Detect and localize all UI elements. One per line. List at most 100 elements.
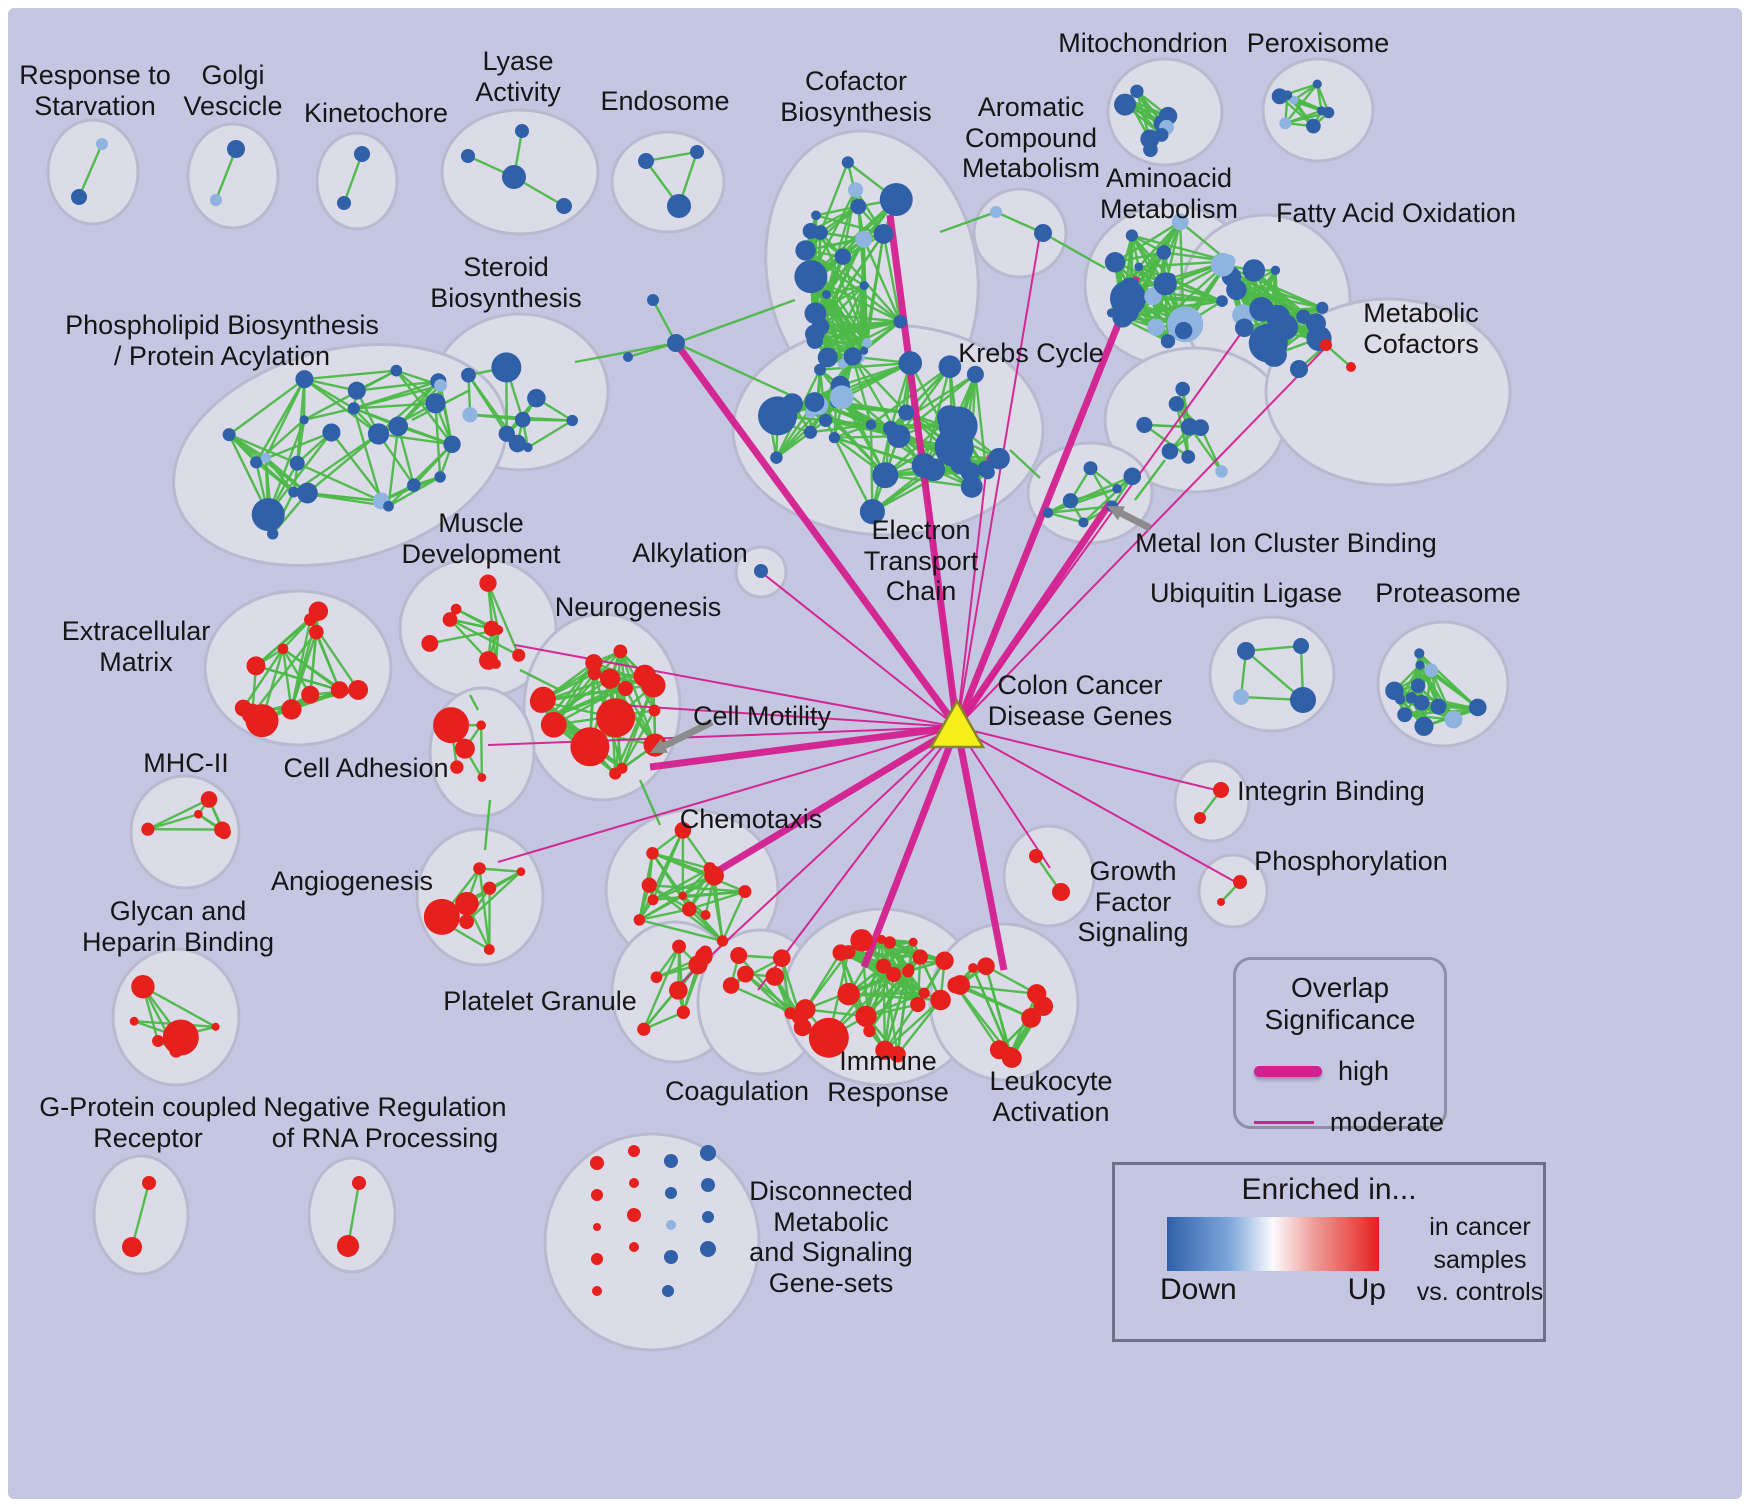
gene-set-node[interactable]: [1034, 224, 1052, 242]
gene-set-node[interactable]: [461, 367, 476, 383]
gene-set-node[interactable]: [695, 947, 713, 966]
gene-set-node[interactable]: [872, 462, 899, 489]
gene-set-node[interactable]: [250, 456, 263, 469]
gene-set-node[interactable]: [1216, 295, 1228, 307]
gene-set-node[interactable]: [893, 314, 907, 329]
gene-set-node[interactable]: [765, 967, 785, 986]
gene-set-node[interactable]: [935, 951, 954, 970]
gene-set-node[interactable]: [330, 681, 349, 699]
gene-set-node[interactable]: [591, 1189, 603, 1201]
gene-set-node[interactable]: [295, 370, 314, 389]
gene-set-node[interactable]: [832, 944, 849, 961]
gene-set-node[interactable]: [704, 865, 724, 886]
gene-set-node[interactable]: [450, 603, 462, 615]
gene-set-node[interactable]: [1306, 118, 1321, 134]
gene-set-node[interactable]: [990, 206, 1002, 218]
gene-set-node[interactable]: [1272, 314, 1299, 340]
gene-set-node[interactable]: [1316, 301, 1329, 314]
gene-set-node[interactable]: [666, 1220, 676, 1230]
gene-set-node[interactable]: [1156, 245, 1172, 260]
gene-set-node[interactable]: [1125, 229, 1138, 242]
gene-set-node[interactable]: [1270, 265, 1281, 275]
gene-set-node[interactable]: [443, 435, 461, 453]
gene-set-node[interactable]: [902, 965, 915, 978]
gene-set-node[interactable]: [865, 419, 877, 430]
gene-set-node[interactable]: [682, 901, 697, 917]
gene-set-node[interactable]: [716, 935, 729, 947]
gene-set-node[interactable]: [633, 914, 646, 926]
gene-set-node[interactable]: [1261, 342, 1287, 367]
gene-set-node[interactable]: [841, 156, 854, 169]
gene-set-node[interactable]: [883, 936, 896, 949]
gene-set-node[interactable]: [512, 648, 526, 662]
gene-set-node[interactable]: [1217, 898, 1225, 906]
gene-set-node[interactable]: [498, 425, 515, 442]
gene-set-node[interactable]: [1078, 517, 1089, 528]
gene-set-node[interactable]: [1083, 461, 1098, 476]
gene-set-node[interactable]: [277, 643, 289, 655]
gene-set-node[interactable]: [1042, 507, 1054, 518]
gene-set-node[interactable]: [850, 198, 867, 215]
gene-set-node[interactable]: [491, 659, 501, 669]
gene-set-node[interactable]: [1233, 875, 1247, 889]
gene-set-node[interactable]: [1233, 689, 1249, 705]
gene-set-node[interactable]: [794, 260, 828, 294]
gene-set-node[interactable]: [1160, 334, 1176, 349]
gene-set-node[interactable]: [599, 668, 621, 689]
gene-set-node[interactable]: [407, 478, 421, 492]
gene-set-node[interactable]: [530, 686, 556, 712]
gene-set-node[interactable]: [222, 428, 236, 442]
gene-set-node[interactable]: [454, 738, 475, 759]
gene-set-node[interactable]: [863, 1024, 876, 1038]
gene-set-node[interactable]: [540, 711, 567, 738]
gene-set-node[interactable]: [738, 885, 752, 899]
gene-set-node[interactable]: [1154, 127, 1169, 142]
gene-set-node[interactable]: [770, 451, 783, 464]
gene-set-node[interactable]: [390, 364, 403, 377]
gene-set-node[interactable]: [629, 1242, 639, 1252]
gene-set-node[interactable]: [1175, 381, 1190, 397]
gene-set-node[interactable]: [623, 352, 633, 362]
gene-set-node[interactable]: [781, 393, 803, 415]
gene-set-node[interactable]: [1472, 702, 1485, 716]
gene-set-node[interactable]: [523, 442, 533, 453]
gene-set-node[interactable]: [260, 452, 271, 463]
gene-set-node[interactable]: [566, 414, 578, 427]
gene-set-node[interactable]: [674, 822, 692, 839]
gene-set-node[interactable]: [646, 847, 659, 860]
gene-set-node[interactable]: [596, 698, 636, 738]
gene-set-node[interactable]: [700, 910, 711, 920]
gene-set-node[interactable]: [968, 963, 978, 973]
gene-set-node[interactable]: [483, 944, 495, 955]
gene-set-node[interactable]: [1136, 416, 1153, 433]
gene-set-node[interactable]: [367, 423, 390, 445]
gene-set-node[interactable]: [1168, 396, 1185, 412]
gene-set-node[interactable]: [876, 958, 892, 974]
gene-set-node[interactable]: [461, 149, 475, 163]
gene-set-node[interactable]: [1346, 362, 1356, 372]
gene-set-node[interactable]: [141, 822, 155, 836]
gene-set-node[interactable]: [200, 791, 218, 808]
gene-set-node[interactable]: [850, 929, 873, 952]
gene-set-node[interactable]: [515, 124, 529, 138]
gene-set-node[interactable]: [818, 413, 833, 427]
gene-set-node[interactable]: [1134, 262, 1144, 272]
gene-set-node[interactable]: [633, 664, 657, 688]
gene-set-node[interactable]: [1215, 465, 1228, 478]
gene-set-node[interactable]: [289, 455, 305, 471]
gene-set-node[interactable]: [1424, 663, 1439, 678]
gene-set-node[interactable]: [650, 971, 663, 984]
gene-set-node[interactable]: [1430, 698, 1447, 715]
gene-set-node[interactable]: [795, 999, 816, 1020]
gene-set-node[interactable]: [1293, 638, 1309, 654]
gene-set-node[interactable]: [194, 809, 203, 819]
gene-set-node[interactable]: [1174, 321, 1193, 340]
gene-set-node[interactable]: [227, 140, 245, 158]
gene-set-node[interactable]: [947, 450, 959, 462]
gene-set-node[interactable]: [960, 475, 983, 498]
gene-set-node[interactable]: [667, 194, 691, 218]
gene-set-node[interactable]: [613, 644, 628, 659]
gene-set-node[interactable]: [730, 946, 748, 964]
gene-set-node[interactable]: [988, 447, 1010, 470]
gene-set-node[interactable]: [96, 138, 108, 150]
